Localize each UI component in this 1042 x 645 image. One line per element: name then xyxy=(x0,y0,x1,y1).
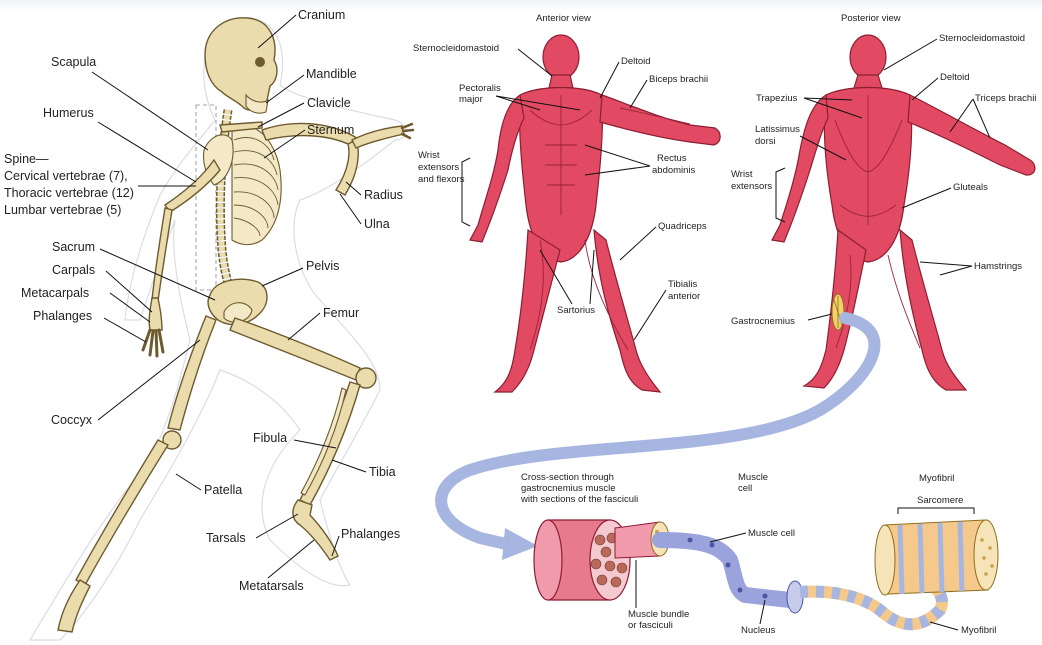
label-ant-sartorius: Sartorius xyxy=(557,305,595,316)
label-phalanges-foot: Phalanges xyxy=(341,527,400,541)
label-post-trapezius: Trapezius xyxy=(756,93,798,104)
anterior-figure xyxy=(470,35,720,392)
label-ant-wrist-1: Wrist xyxy=(418,150,440,161)
label-thoracic: Thoracic vertebrae (12) xyxy=(4,186,134,200)
label-cross-section-3: with sections of the fasciculi xyxy=(520,494,638,505)
label-ant-pectoralis-2: major xyxy=(459,94,483,105)
label-phalanges-hand: Phalanges xyxy=(33,309,92,323)
label-post-hamstrings: Hamstrings xyxy=(974,261,1022,272)
label-cranium: Cranium xyxy=(298,8,345,22)
label-myofibril: Myofibril xyxy=(961,625,996,636)
label-pelvis: Pelvis xyxy=(306,259,339,273)
label-ant-biceps: Biceps brachii xyxy=(649,74,708,85)
label-post-latissimus-2: dorsi xyxy=(755,136,776,147)
label-muscle-bundle-1: Muscle bundle xyxy=(628,609,689,620)
label-muscle-bundle-2: or fasciculi xyxy=(628,620,673,631)
zoom-arrow xyxy=(441,318,874,546)
label-coccyx: Coccyx xyxy=(51,413,93,427)
label-patella: Patella xyxy=(204,483,242,497)
label-carpals: Carpals xyxy=(52,263,95,277)
label-ant-pectoralis-1: Pectoralis xyxy=(459,83,501,94)
label-clavicle: Clavicle xyxy=(307,96,351,110)
label-cross-section-2: gastrocnemius muscle xyxy=(521,483,616,494)
label-post-gastrocnemius: Gastrocnemius xyxy=(731,316,795,327)
label-ant-deltoid: Deltoid xyxy=(621,56,651,67)
muscle-structure-figure xyxy=(534,508,998,624)
label-spine: Spine— xyxy=(4,152,49,166)
label-ant-tibialis-1: Tibialis xyxy=(668,279,697,290)
label-cervical: Cervical vertebrae (7), xyxy=(4,169,128,183)
skeleton-labels: Cranium Scapula Mandible Clavicle Humeru… xyxy=(4,8,403,593)
label-mandible: Mandible xyxy=(306,67,357,81)
label-post-deltoid: Deltoid xyxy=(940,72,970,83)
label-post-gluteals: Gluteals xyxy=(953,182,988,193)
label-sacrum: Sacrum xyxy=(52,240,95,254)
label-ulna: Ulna xyxy=(364,217,390,231)
label-cross-section-1: Cross-section through xyxy=(521,472,614,483)
label-ant-sternocleidomastoid: Sternocleidomastoid xyxy=(413,43,499,54)
zoom-arrow-head xyxy=(502,528,538,560)
label-humerus: Humerus xyxy=(43,106,94,120)
label-radius: Radius xyxy=(364,188,403,202)
posterior-figure xyxy=(772,35,1035,390)
label-post-wrist-2: extensors xyxy=(731,181,772,192)
label-post-latissimus-1: Latissimus xyxy=(755,124,800,135)
label-myofibril-title: Myofibril xyxy=(919,473,954,484)
label-sternum: Sternum xyxy=(307,123,354,137)
label-sarcomere: Sarcomere xyxy=(917,495,963,506)
label-muscle-cell-title-2: cell xyxy=(738,483,752,494)
label-post-sternocleidomastoid: Sternocleidomastoid xyxy=(939,33,1025,44)
label-ant-rectus-2: abdominis xyxy=(652,165,696,176)
posterior-view-title: Posterior view xyxy=(841,13,901,24)
label-muscle-cell: Muscle cell xyxy=(748,528,795,539)
label-nucleus: Nucleus xyxy=(741,625,776,636)
label-ant-wrist-2: extensors xyxy=(418,162,459,173)
label-metacarpals: Metacarpals xyxy=(21,286,89,300)
label-scapula: Scapula xyxy=(51,55,96,69)
label-ant-quadriceps: Quadriceps xyxy=(658,221,707,232)
label-metatarsals: Metatarsals xyxy=(239,579,304,593)
anterior-view-title: Anterior view xyxy=(536,13,591,24)
label-ant-wrist-3: and flexors xyxy=(418,174,465,185)
label-post-triceps: Triceps brachii xyxy=(975,93,1036,104)
label-muscle-cell-title-1: Muscle xyxy=(738,472,768,483)
label-tarsals: Tarsals xyxy=(206,531,246,545)
label-femur: Femur xyxy=(323,306,359,320)
label-ant-tibialis-2: anterior xyxy=(668,291,700,302)
label-ant-rectus-1: Rectus xyxy=(657,153,687,164)
label-post-wrist-1: Wrist xyxy=(731,169,753,180)
label-lumbar: Lumbar vertebrae (5) xyxy=(4,203,121,217)
label-tibia: Tibia xyxy=(369,465,396,479)
label-fibula: Fibula xyxy=(253,431,287,445)
